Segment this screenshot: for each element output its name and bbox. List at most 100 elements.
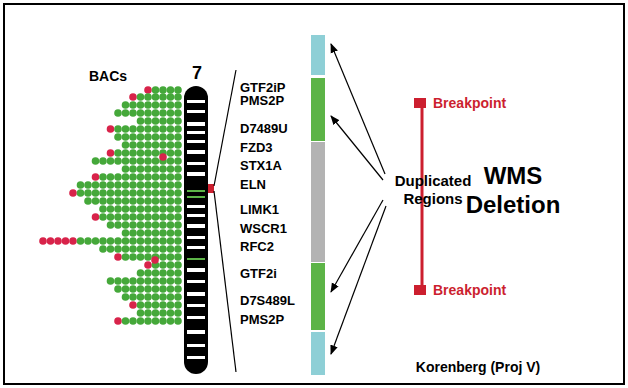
chromosome-body	[184, 86, 208, 374]
bac-dot	[92, 189, 100, 197]
gene-label: PMS2P	[240, 312, 284, 328]
bac-dot	[174, 101, 182, 109]
bac-dot	[159, 197, 167, 205]
bac-dot	[137, 269, 145, 277]
bac-dot	[144, 173, 152, 181]
bac-dot	[167, 157, 175, 165]
bac-dot	[129, 125, 137, 133]
bac-dot	[159, 125, 167, 133]
bac-dot	[39, 237, 47, 245]
bac-dot	[122, 109, 130, 117]
bac-dot	[144, 245, 152, 253]
bac-dot	[159, 261, 167, 269]
bac-dot	[129, 253, 137, 261]
bac-dot	[129, 285, 137, 293]
bac-dot	[107, 221, 115, 229]
bac-dot	[159, 237, 167, 245]
bac-dot	[174, 117, 182, 125]
bac-dot	[167, 277, 175, 285]
bac-dot	[159, 173, 167, 181]
bac-dot	[129, 205, 137, 213]
bac-dot	[174, 181, 182, 189]
bac-dot	[137, 149, 145, 157]
chromosome-band	[187, 292, 205, 296]
bac-dot	[159, 309, 167, 317]
bac-dot	[122, 181, 130, 189]
bac-dot	[99, 197, 107, 205]
bac-dot	[152, 309, 160, 317]
bac-dot	[107, 205, 115, 213]
bac-dot	[144, 277, 152, 285]
bac-dot	[99, 173, 107, 181]
bac-dot	[174, 285, 182, 293]
bac-dot	[122, 157, 130, 165]
bac-dot	[152, 149, 160, 157]
bac-dot	[174, 125, 182, 133]
bac-dot	[167, 173, 175, 181]
chromosome-band	[187, 236, 205, 239]
bac-dot	[137, 181, 145, 189]
bar-duplicated	[311, 263, 325, 330]
breakpoint-mark	[414, 285, 426, 295]
bac-dot	[144, 213, 152, 221]
bac-dot	[114, 109, 122, 117]
bac-dot	[137, 189, 145, 197]
bac-dot	[152, 173, 160, 181]
bac-dot	[137, 197, 145, 205]
bac-dot	[167, 285, 175, 293]
bac-dot	[129, 133, 137, 141]
bac-dot	[129, 197, 137, 205]
bac-dot	[167, 293, 175, 301]
bac-dot	[159, 141, 167, 149]
chromosome-band	[187, 280, 205, 283]
bac-dot	[107, 181, 115, 189]
chromosome-band	[187, 224, 205, 228]
bac-dot	[159, 117, 167, 125]
bac-dot	[137, 173, 145, 181]
bac-dot	[122, 205, 130, 213]
bac-dot	[167, 149, 175, 157]
bac-dot	[152, 237, 160, 245]
bac-dot	[137, 285, 145, 293]
region-marker	[208, 184, 214, 193]
chromosome-band	[187, 140, 205, 143]
gene-label: PMS2P	[240, 93, 284, 109]
bac-dot	[54, 237, 62, 245]
bac-dot	[159, 301, 167, 309]
bac-dot	[129, 245, 137, 253]
bac-dot	[144, 125, 152, 133]
bac-dot	[129, 157, 137, 165]
bac-dot	[92, 213, 100, 221]
bac-dot	[174, 133, 182, 141]
bac-dot	[122, 237, 130, 245]
bac-dot	[174, 157, 182, 165]
bac-dot	[122, 285, 130, 293]
chromosome-band	[187, 304, 205, 307]
bac-dot	[144, 253, 152, 261]
gene-label: LIMK1	[240, 202, 279, 218]
bac-dot	[107, 149, 115, 157]
bac-dot	[144, 205, 152, 213]
bac-dot	[167, 189, 175, 197]
bac-dot	[152, 117, 160, 125]
bac-dot	[144, 237, 152, 245]
bac-dot	[122, 221, 130, 229]
bac-dot	[152, 317, 160, 325]
bac-dot	[174, 301, 182, 309]
bac-dot	[99, 245, 107, 253]
bac-dot	[152, 125, 160, 133]
bac-dot	[167, 133, 175, 141]
bac-dot	[152, 181, 160, 189]
bac-dot	[144, 293, 152, 301]
bac-dot	[174, 86, 182, 94]
frame	[4, 4, 624, 384]
bac-dot	[77, 189, 85, 197]
bac-dot	[137, 157, 145, 165]
chromosome-band	[187, 205, 205, 208]
bac-dot	[122, 253, 130, 261]
bac-dot	[122, 101, 130, 109]
bac-dot	[167, 101, 175, 109]
bac-dot	[99, 189, 107, 197]
bac-dot	[69, 189, 77, 197]
bac-dot	[174, 253, 182, 261]
